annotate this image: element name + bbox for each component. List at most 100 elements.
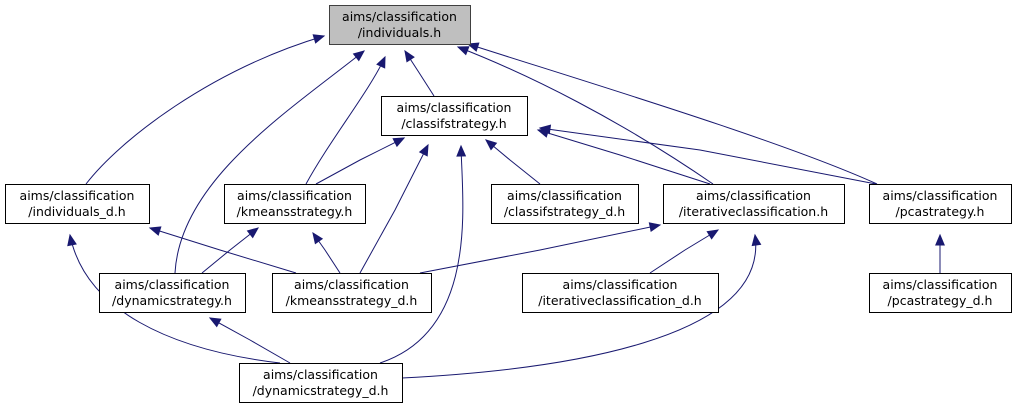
node-label-line2: /pcastrategy_d.h	[888, 293, 993, 308]
edge-line	[419, 224, 661, 274]
node-pcastrategy_d[interactable]: aims/classification/pcastrategy_d.h	[869, 273, 1012, 313]
edge-line	[305, 56, 386, 185]
node-box	[491, 184, 639, 224]
node-label-line2: /classifstrategy_d.h	[504, 204, 625, 219]
node-label-line1: aims/classification	[115, 277, 230, 292]
node-label-line1: aims/classification	[883, 188, 998, 203]
edge-kmeansstrategy_d-to-individuals_d	[148, 226, 297, 274]
node-box	[99, 273, 246, 313]
node-box	[329, 5, 471, 45]
node-box	[522, 273, 719, 313]
node-individuals[interactable]: aims/classification/individuals.h	[329, 5, 471, 45]
node-pcastrategy[interactable]: aims/classification/pcastrategy.h	[869, 184, 1012, 224]
arrowhead	[935, 233, 945, 246]
edge-line	[401, 234, 757, 379]
edge-line	[209, 317, 291, 364]
arrowhead	[148, 226, 162, 236]
node-label-line2: /dynamicstrategy_d.h	[253, 383, 389, 398]
arrowhead	[246, 227, 260, 239]
edge-line	[149, 227, 297, 274]
node-label-line1: aims/classification	[397, 100, 512, 115]
arrowhead	[751, 233, 762, 247]
node-label-line1: aims/classification	[883, 277, 998, 292]
edge-line	[379, 145, 464, 364]
edge-kmeansstrategy_d-to-iterativeclassification	[419, 222, 662, 274]
arrowhead	[706, 229, 720, 240]
edge-classifstrategy_d-to-classifstrategy	[485, 139, 541, 185]
node-label-line2: /iterativeclassification.h	[679, 204, 828, 219]
edge-dynamicstrategy_d-to-individuals_d	[67, 233, 281, 364]
edge-line	[174, 50, 365, 274]
arrowhead	[404, 49, 415, 63]
arrowhead	[312, 34, 326, 44]
node-label-line1: aims/classification	[563, 277, 678, 292]
node-iterativeclassification[interactable]: aims/classification/iterativeclassificat…	[663, 184, 845, 224]
arrowhead	[352, 50, 366, 62]
node-dynamicstrategy[interactable]: aims/classification/dynamicstrategy.h	[99, 273, 246, 313]
node-label-line2: /iterativeclassification_d.h	[538, 293, 701, 308]
node-classifstrategy_d[interactable]: aims/classification/classifstrategy_d.h	[491, 184, 639, 224]
arrowhead	[485, 139, 498, 151]
edge-dynamicstrategy_d-to-dynamicstrategy	[208, 317, 291, 364]
edge-line	[457, 46, 714, 185]
node-box	[5, 184, 150, 224]
edge-line	[537, 129, 711, 185]
node-label-line1: aims/classification	[696, 188, 811, 203]
node-kmeansstrategy_d[interactable]: aims/classification/kmeansstrategy_d.h	[272, 273, 432, 313]
edge-kmeansstrategy_d-to-kmeansstrategy	[312, 231, 341, 274]
node-box	[869, 273, 1012, 313]
node-dynamicstrategy_d[interactable]: aims/classification/dynamicstrategy_d.h	[239, 363, 403, 403]
node-box	[224, 184, 366, 224]
node-label-line2: /pcastrategy.h	[896, 204, 985, 219]
edge-iterativeclassification_d-to-iterativeclassification	[649, 229, 720, 274]
arrowhead	[208, 317, 222, 328]
edge-pcastrategy_d-to-pcastrategy	[935, 233, 945, 273]
edge-line	[649, 229, 719, 274]
nodes-layer: aims/classification/individuals.haims/cl…	[5, 5, 1012, 403]
edge-line	[467, 43, 878, 185]
arrowhead	[538, 124, 552, 135]
arrowhead	[67, 233, 77, 247]
node-label-line2: /classifstrategy.h	[401, 116, 506, 131]
edge-iterativeclassification-to-individuals	[456, 46, 714, 185]
edge-iterativeclassification-to-classifstrategy	[536, 128, 711, 185]
node-label-line2: /kmeansstrategy.h	[237, 204, 353, 219]
node-label-line2: /dynamicstrategy.h	[112, 293, 232, 308]
arrowhead	[418, 143, 429, 157]
node-kmeansstrategy[interactable]: aims/classification/kmeansstrategy.h	[224, 184, 366, 224]
edge-individuals_d-to-individuals	[85, 34, 326, 185]
arrowhead	[456, 46, 470, 56]
arrowhead	[456, 144, 467, 157]
edge-pcastrategy-to-individuals	[466, 42, 878, 185]
edge-line	[539, 127, 877, 185]
edge-line	[69, 234, 281, 364]
edge-dynamicstrategy-to-kmeansstrategy	[201, 227, 260, 274]
node-label-line1: aims/classification	[507, 188, 622, 203]
arrowhead	[466, 42, 480, 52]
arrowhead	[648, 222, 662, 232]
arrowhead	[376, 55, 386, 69]
node-box	[381, 96, 528, 136]
node-label-line1: aims/classification	[294, 277, 409, 292]
node-label-line1: aims/classification	[237, 188, 352, 203]
node-individuals_d[interactable]: aims/classification/individuals_d.h	[5, 184, 150, 224]
node-label-line2: /individuals_d.h	[28, 204, 125, 219]
edge-classifstrategy-to-individuals	[404, 49, 435, 97]
edge-line	[85, 35, 325, 185]
node-label-line1: aims/classification	[263, 367, 378, 382]
node-label-line1: aims/classification	[342, 9, 457, 24]
node-box	[869, 184, 1012, 224]
node-label-line1: aims/classification	[20, 188, 135, 203]
edge-kmeansstrategy-to-classifstrategy	[315, 137, 406, 185]
node-box	[272, 273, 432, 313]
edge-pcastrategy-to-classifstrategy	[538, 124, 877, 185]
node-iterativeclassification_d[interactable]: aims/classification/iterativeclassificat…	[522, 273, 719, 313]
edge-dynamicstrategy-to-individuals	[174, 50, 366, 274]
node-classifstrategy[interactable]: aims/classification/classifstrategy.h	[381, 96, 528, 136]
edge-dynamicstrategy_d-to-classifstrategy	[379, 144, 467, 364]
edge-kmeansstrategy_d-to-classifstrategy	[359, 143, 429, 274]
node-box	[663, 184, 845, 224]
edge-dynamicstrategy_d-to-iterativeclassification	[401, 233, 762, 379]
edge-line	[315, 137, 405, 185]
